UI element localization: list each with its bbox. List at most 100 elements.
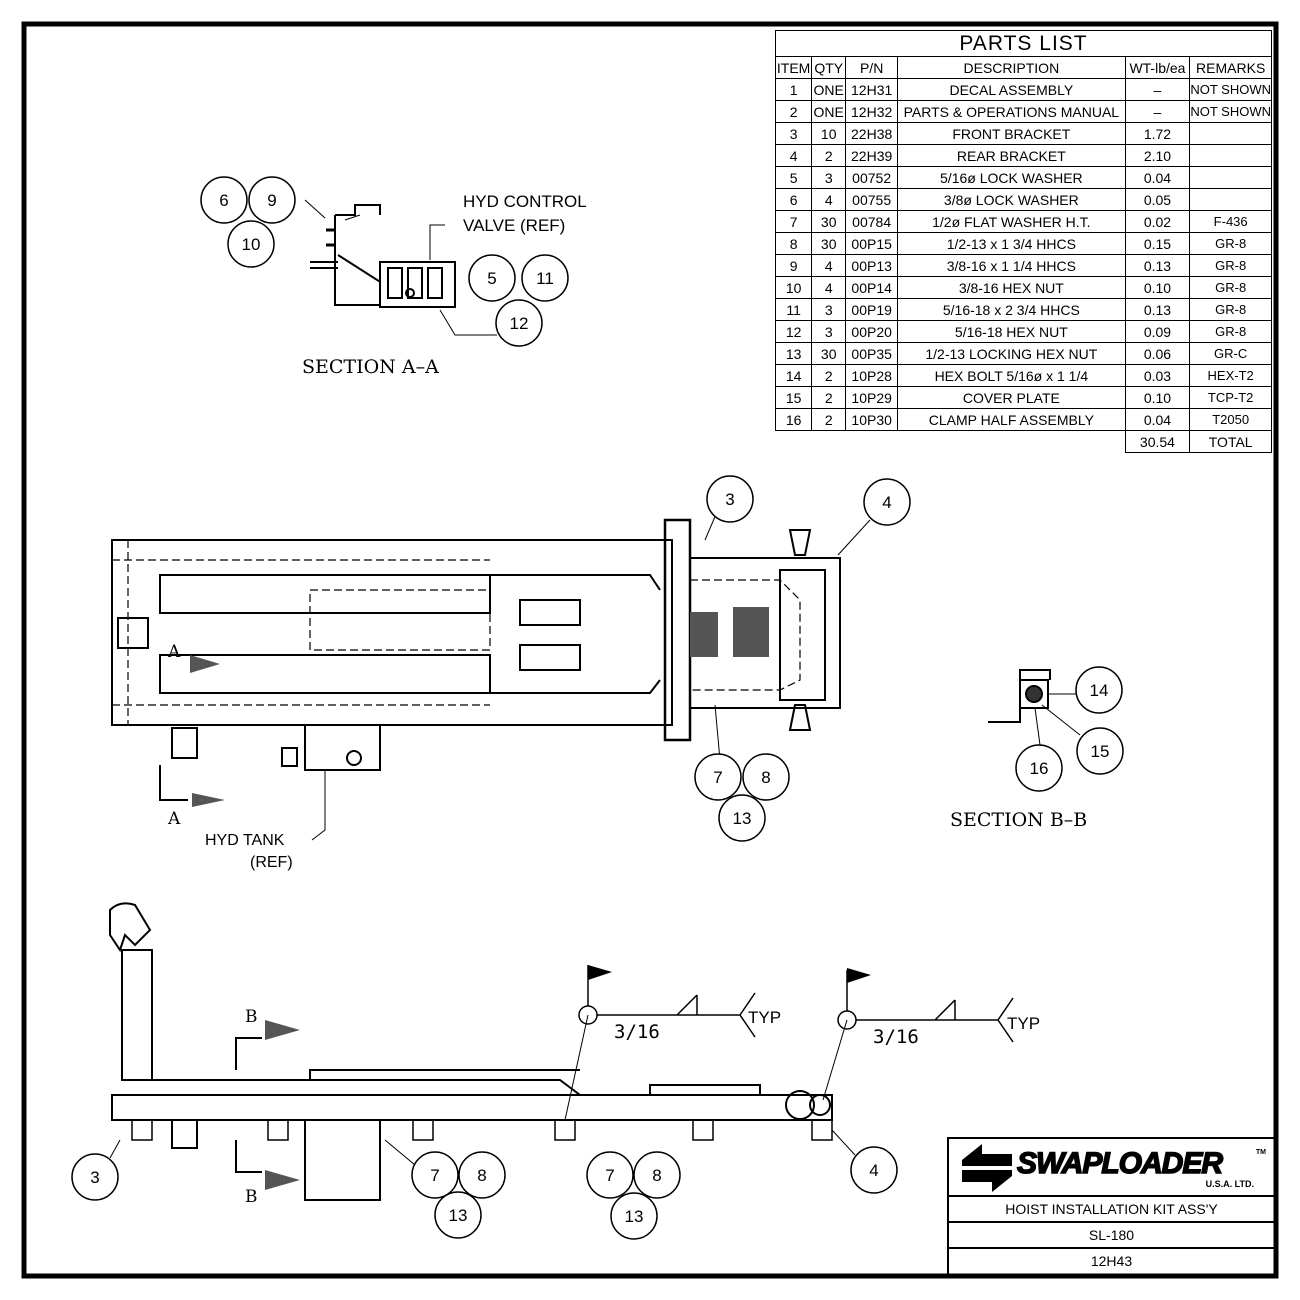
cell-item: 5 — [774, 166, 813, 189]
title-block: SWAPLOADER TM U.S.A. LTD. HOIST INSTALLA… — [947, 1137, 1274, 1274]
cell-description: HEX BOLT 5/16ø x 1 1/4 — [897, 364, 1126, 387]
item-balloon: 15 — [1076, 727, 1124, 775]
cell-qty: ONE — [811, 100, 847, 123]
cell-description: PARTS & OPERATIONS MANUAL — [897, 100, 1126, 123]
cell-item: 14 — [774, 364, 813, 387]
item-balloon: 7 — [411, 1151, 459, 1199]
cell-remarks: TCP-T2 — [1189, 386, 1272, 409]
cell-remarks: GR-C — [1189, 342, 1272, 365]
section-a-arrow-icon — [190, 655, 220, 673]
balloon-number: 8 — [477, 1166, 486, 1185]
item-balloon: 8 — [742, 753, 790, 801]
cell-qty: 4 — [811, 276, 847, 299]
balloon-number: 5 — [487, 269, 496, 288]
cell-pn: 12H31 — [845, 78, 899, 101]
cell-weight: 0.03 — [1124, 364, 1191, 387]
cell-qty: 2 — [811, 364, 847, 387]
cell-description: CLAMP HALF ASSEMBLY — [897, 408, 1126, 431]
drawing-number: 12H43 — [949, 1247, 1274, 1273]
item-balloon: 4 — [850, 1146, 898, 1194]
item-balloon: 13 — [718, 794, 766, 842]
cell-pn: 00P14 — [845, 276, 899, 299]
balloon-number: 6 — [219, 191, 228, 210]
balloon-circle — [411, 1151, 459, 1199]
cell-remarks: F-436 — [1189, 210, 1272, 233]
hyd-tank-label-2: (REF) — [250, 854, 293, 871]
cell-pn: 00784 — [845, 210, 899, 233]
balloon-number: 11 — [536, 269, 554, 288]
model-number: SL-180 — [949, 1221, 1274, 1247]
cell-item: 2 — [774, 100, 813, 123]
cell-pn: 10P29 — [845, 386, 899, 409]
cell-weight: 0.09 — [1124, 320, 1191, 343]
balloon-circle — [1075, 666, 1123, 714]
top-view-drawing — [111, 504, 871, 841]
sheet-border — [21, 21, 1279, 1279]
parts-list-title: PARTS LIST — [775, 30, 1272, 57]
cell-remarks: NOT SHOWN — [1189, 100, 1272, 123]
cell-weight: 0.04 — [1124, 408, 1191, 431]
cell-weight: – — [1124, 100, 1191, 123]
parts-list-header: ITEM QTY P/N DESCRIPTION WT-lb/ea REMARK… — [774, 56, 1272, 79]
balloon-number: 3 — [725, 490, 734, 509]
balloon-circle — [706, 475, 754, 523]
swaploader-logo-icon — [962, 1144, 1012, 1192]
balloon-number: 14 — [1090, 681, 1109, 700]
cell-description: 1/2-13 x 1 3/4 HHCS — [897, 232, 1126, 255]
balloon-circle — [718, 794, 766, 842]
item-balloon: 12 — [495, 299, 543, 347]
balloon-number: 9 — [267, 191, 276, 210]
balloon-circle — [468, 254, 516, 302]
cell-description: FRONT BRACKET — [897, 122, 1126, 145]
item-balloon: 9 — [248, 176, 296, 224]
balloon-number: 13 — [449, 1206, 468, 1225]
cell-pn: 22H38 — [845, 122, 899, 145]
balloon-circle — [610, 1192, 658, 1240]
section-b-arrow-icon — [265, 1020, 300, 1040]
cell-item: 15 — [774, 386, 813, 409]
cell-weight: 2.10 — [1124, 144, 1191, 167]
section-a-mark: A — [167, 809, 181, 829]
cell-qty: 30 — [811, 210, 847, 233]
cell-item: 10 — [774, 276, 813, 299]
cell-pn: 00P15 — [845, 232, 899, 255]
balloon-circle — [863, 478, 911, 526]
section-b-mark: B — [245, 1007, 258, 1027]
balloon-number: 16 — [1030, 759, 1049, 778]
total-weight: 30.54 — [1124, 430, 1191, 453]
cell-pn: 00P19 — [845, 298, 899, 321]
balloon-number: 7 — [430, 1166, 439, 1185]
item-balloon: 13 — [610, 1192, 658, 1240]
cell-pn: 12H32 — [845, 100, 899, 123]
side-view-drawing — [109, 902, 1014, 1201]
item-balloon: 7 — [586, 1151, 634, 1199]
item-balloon: 8 — [458, 1151, 506, 1199]
section-a-mark: A — [167, 642, 181, 662]
hyd-control-valve-label-2: VALVE (REF) — [463, 216, 565, 235]
cell-remarks — [1189, 166, 1272, 189]
cell-weight: – — [1124, 78, 1191, 101]
section-aa-drawing — [304, 199, 497, 336]
cell-item: 6 — [774, 188, 813, 211]
cell-item: 13 — [774, 342, 813, 365]
col-item: ITEM — [774, 56, 813, 79]
balloon-circle — [458, 1151, 506, 1199]
cell-remarks — [1189, 188, 1272, 211]
cell-qty: 4 — [811, 188, 847, 211]
cell-weight: 0.10 — [1124, 386, 1191, 409]
item-balloon: 11 — [521, 254, 569, 302]
cell-qty: 30 — [811, 342, 847, 365]
cell-item: 12 — [774, 320, 813, 343]
item-balloon: 4 — [863, 478, 911, 526]
cell-item: 9 — [774, 254, 813, 277]
cell-remarks: GR-8 — [1189, 298, 1272, 321]
section-aa-label: SECTION A–A — [302, 356, 439, 378]
balloon-number: 4 — [882, 493, 891, 512]
